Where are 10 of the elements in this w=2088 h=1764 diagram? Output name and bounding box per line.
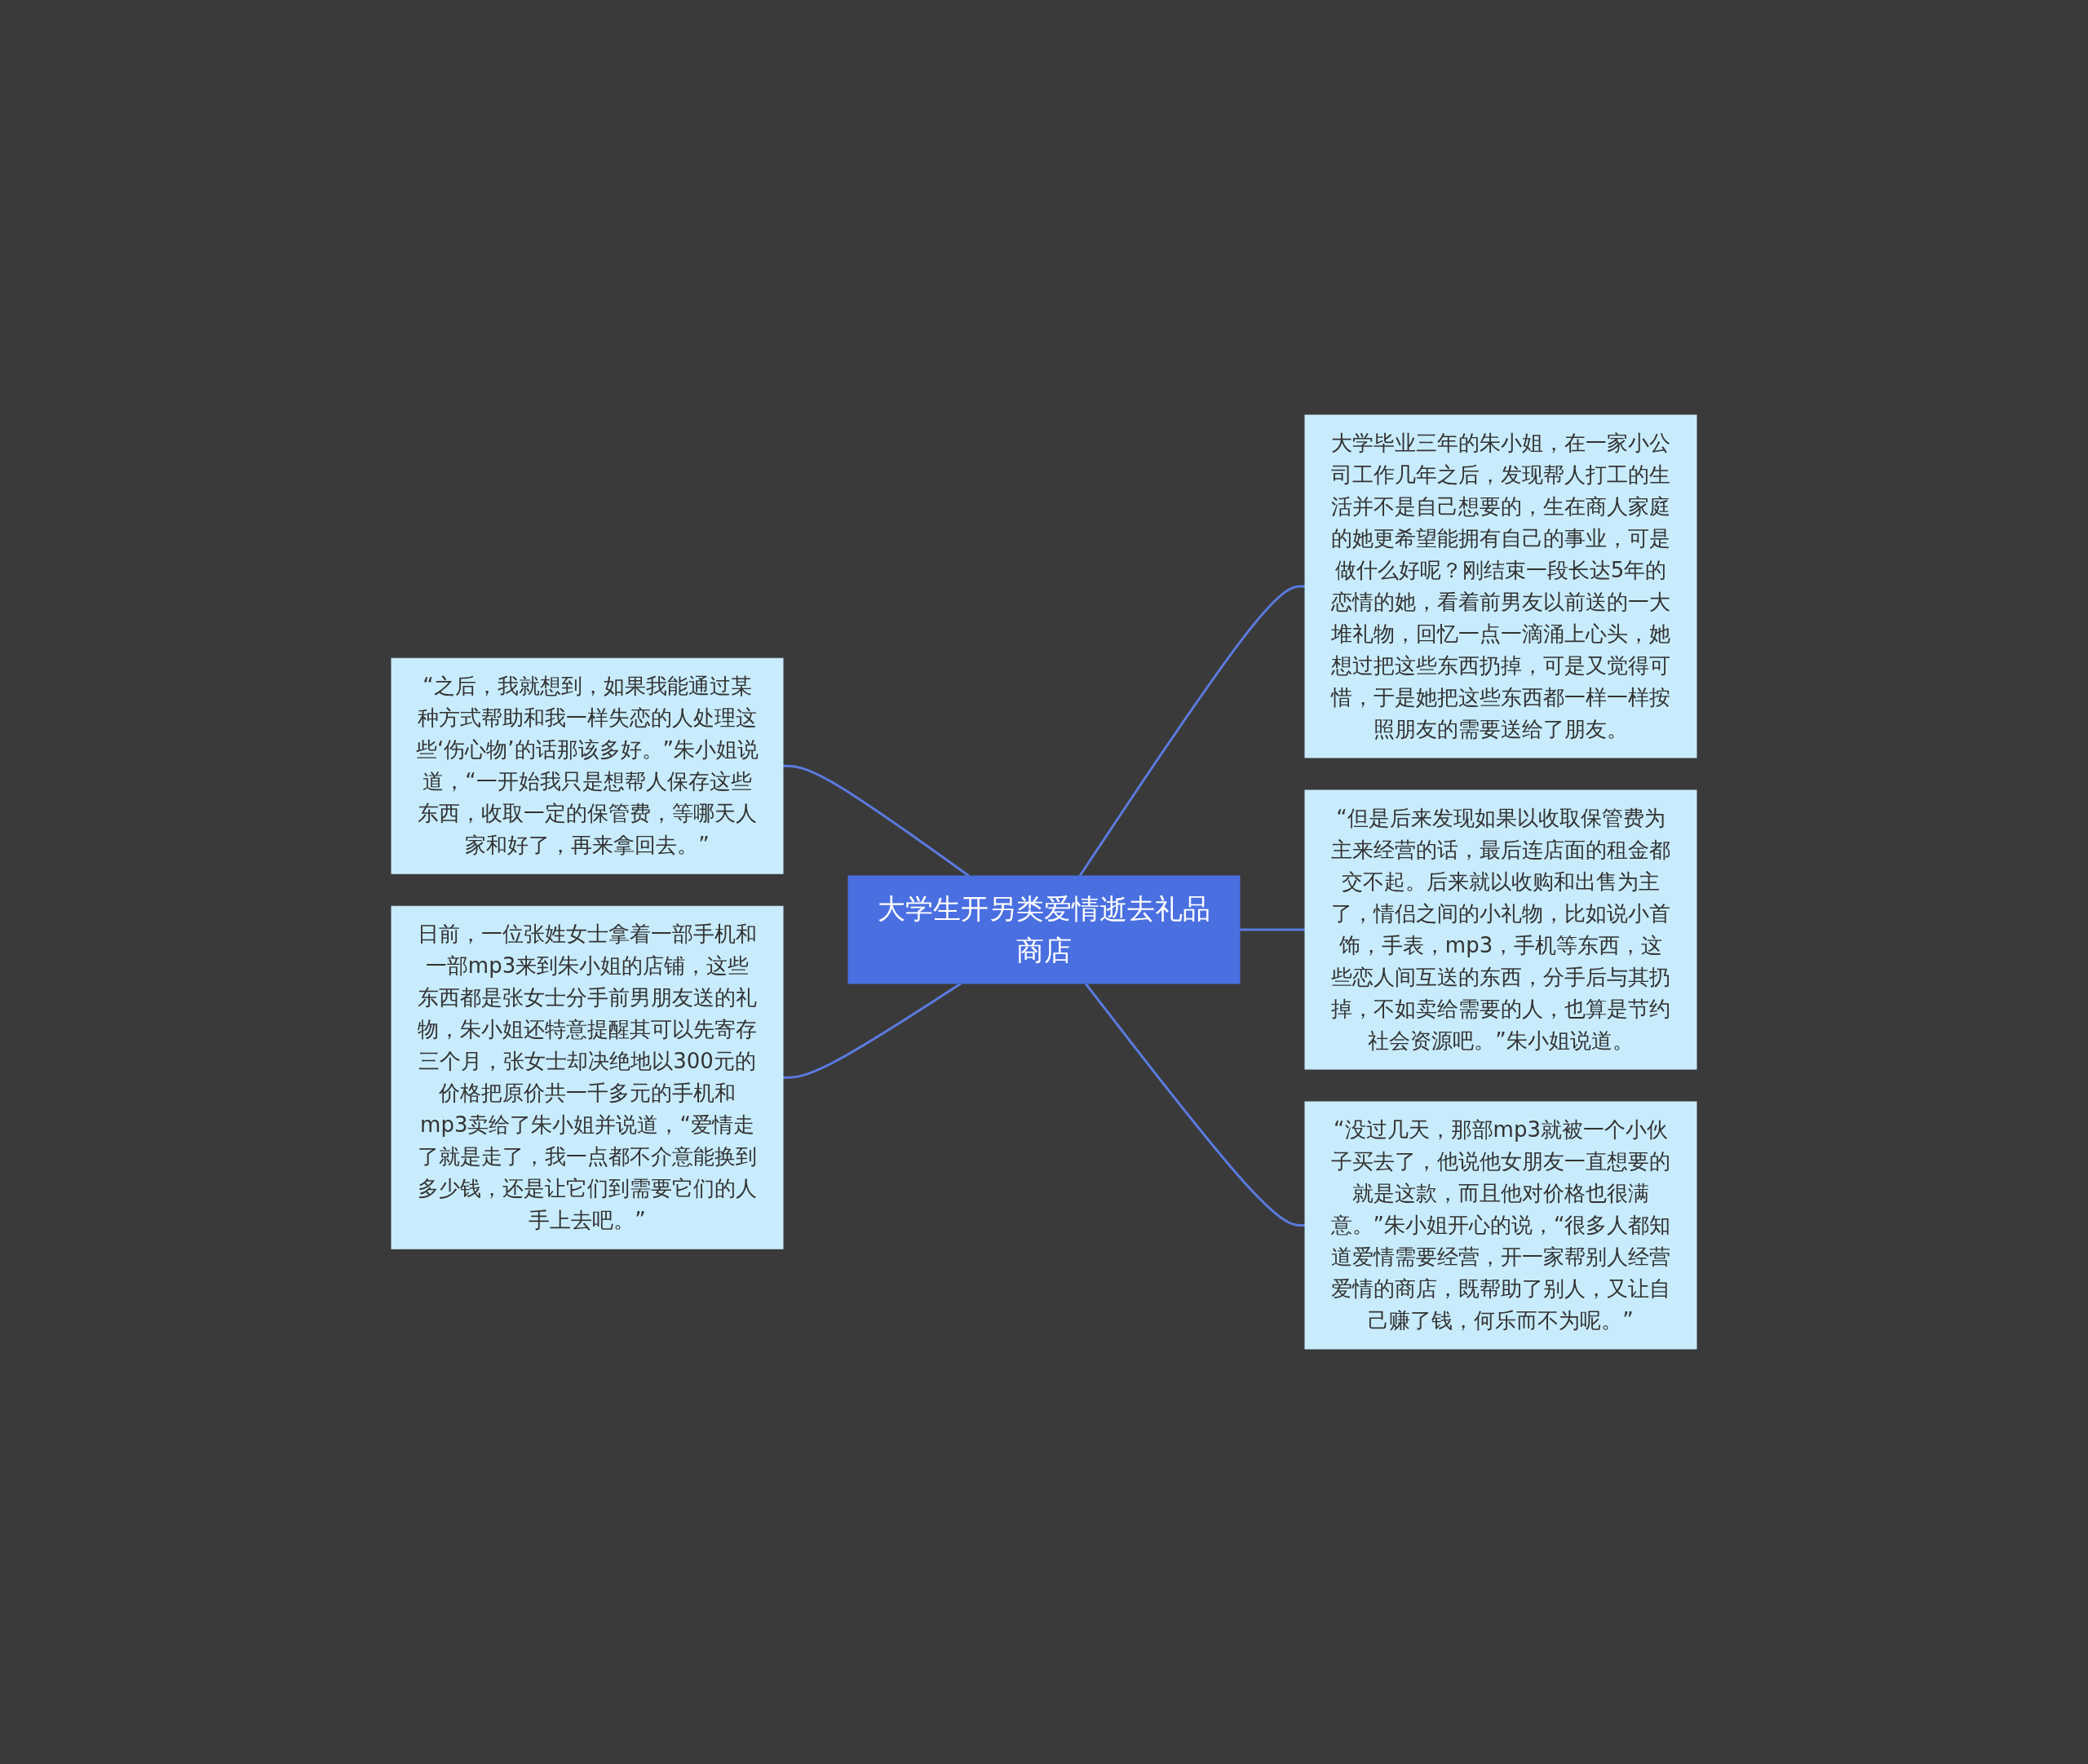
connector (1084, 983, 1305, 1227)
node-box: “没过几天，那部mp3就被一个小伙子买去了，他说他女朋友一直想要的就是这款，而且他对价格也很满意。”朱小姐开心的说，“很多人都知道爱情需要经营，开一家帮别人经营爱情的商店，既帮助了别人，又让自己赚了钱，何乐而不为呢。” (1304, 1101, 1697, 1350)
node-box: 大学毕业三年的朱小姐，在一家小公司工作几年之后，发现帮人打工的生活并不是自己想要的，生在商人家庭的她更希望能拥有自己的事业，可是做什么好呢？刚结束一段长达5年的恋情的她，看着前男友以前送的一大堆礼物，回忆一点一滴涌上心头，她想过把这些东西扔掉，可是又觉得可惜，于是她把这些东西都一样一样按照朋友的需要送给了朋友。 (1304, 414, 1697, 758)
node-box: 日前，一位张姓女士拿着一部手机和一部mp3来到朱小姐的店铺，这些东西都是张女士分手前男朋友送的礼物，朱小姐还特意提醒其可以先寄存三个月，张女士却决绝地以300元的价格把原价共一千多元的手机和mp3卖给了朱小姐并说道，“爱情走了就是走了，我一点都不介意能换到多少钱，还是让它们到需要它们的人手上去吧。” (391, 905, 784, 1249)
node-box: “但是后来发现如果以收取保管费为主来经营的话，最后连店面的租金都交不起。后来就以收购和出售为主了，情侣之间的小礼物，比如说小首饰，手表，mp3，手机等东西，这些恋人间互送的东西，分手后与其扔掉，不如卖给需要的人，也算是节约社会资源吧。”朱小姐说道。 (1304, 789, 1697, 1070)
connector (1240, 928, 1305, 931)
connector (1078, 585, 1305, 877)
node-box: 大学生开另类爱情逝去礼品商店 (847, 875, 1241, 984)
node-box: “之后，我就想到，如果我能通过某种方式帮助和我一样失恋的人处理这些‘伤心物’的话那该多好。”朱小姐说道，“一开始我只是想帮人保存这些东西，收取一定的保管费，等哪天人家和好了，再来拿回去。” (391, 657, 784, 874)
connector (783, 764, 970, 878)
